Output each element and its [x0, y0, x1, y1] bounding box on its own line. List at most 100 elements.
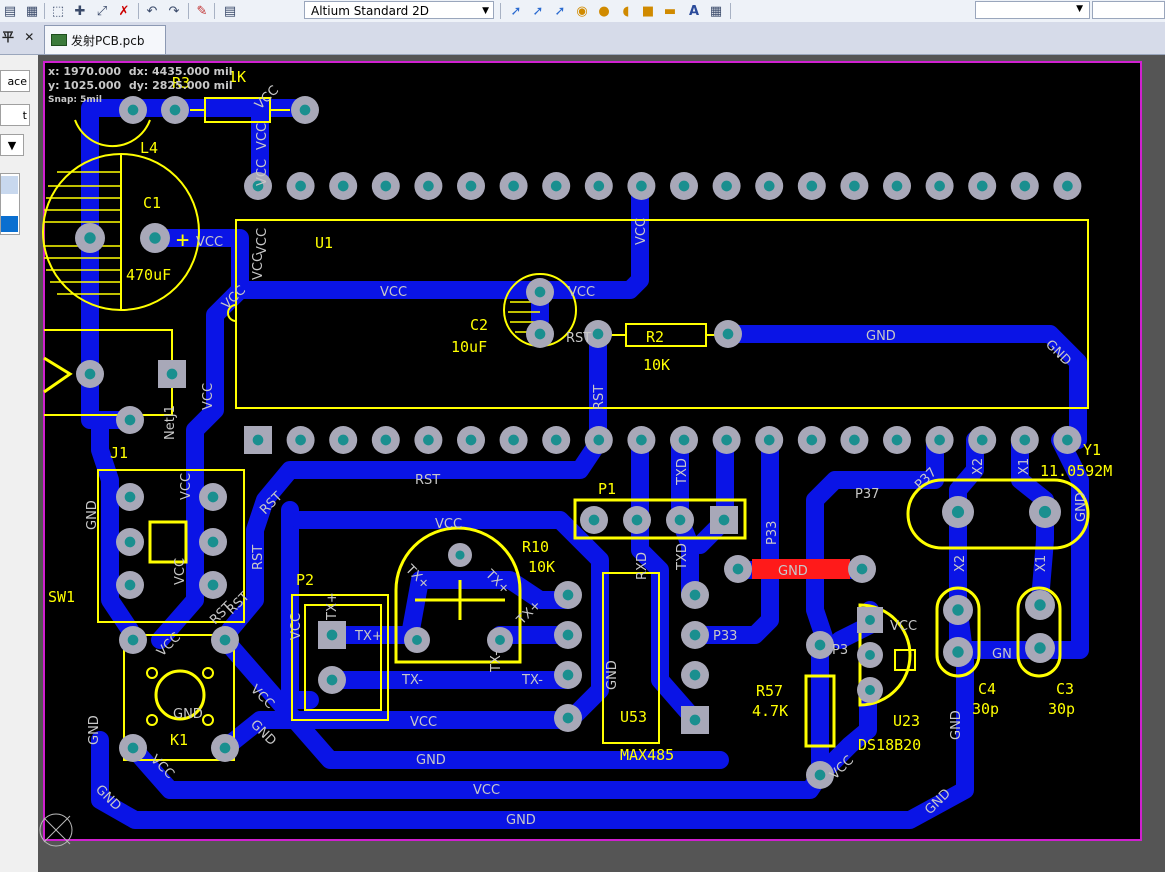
fill-icon[interactable]: ■	[641, 3, 655, 19]
browse-icon[interactable]: ▤	[223, 3, 237, 19]
u53-pad[interactable]	[554, 581, 582, 609]
select-icon[interactable]: ⤢	[96, 3, 108, 19]
list-item[interactable]	[1, 176, 18, 194]
redo-icon[interactable]: ↷	[168, 3, 180, 19]
array-paste-icon[interactable]: ▦	[709, 3, 723, 19]
u1-pin-top[interactable]	[797, 172, 826, 200]
list-item-selected[interactable]	[1, 216, 18, 232]
u1-pin-bottom[interactable]	[883, 426, 911, 454]
r10-pad[interactable]	[487, 627, 513, 653]
pcb-layout[interactable]: R3 1K L4 C1 470uF + U1 C2 10uF R2 10K J1…	[38, 55, 1165, 872]
u1-pin-bottom[interactable]	[244, 426, 272, 454]
u1-pin-top[interactable]	[840, 172, 869, 200]
polygon-icon[interactable]: ▬	[663, 3, 677, 19]
r10-pad[interactable]	[448, 543, 472, 567]
k1-pad[interactable]	[119, 626, 147, 654]
route-multiple-icon[interactable]: ➚	[532, 3, 544, 19]
u1-pin-bottom[interactable]	[627, 426, 656, 454]
u1-pin-bottom[interactable]	[797, 426, 826, 454]
u1-pin-bottom[interactable]	[840, 426, 869, 454]
r57-pad[interactable]	[806, 631, 834, 659]
c2-pad[interactable]	[526, 278, 554, 306]
r57-pad[interactable]	[806, 761, 834, 789]
u1-pin-bottom[interactable]	[755, 426, 784, 454]
pcb-editor-canvas[interactable]: R3 1K L4 C1 470uF + U1 C2 10uF R2 10K J1…	[38, 55, 1165, 872]
u1-pin-bottom[interactable]	[1053, 426, 1082, 454]
conn-pad[interactable]	[116, 406, 144, 434]
u53-pad[interactable]	[554, 704, 582, 732]
interactive-route-icon[interactable]: ➚	[510, 3, 522, 19]
panel-list[interactable]	[0, 173, 20, 235]
u1-pin-bottom[interactable]	[414, 426, 443, 454]
pads[interactable]	[75, 96, 1082, 789]
c1-pad[interactable]	[75, 223, 105, 253]
u1-pin-top[interactable]	[925, 172, 954, 200]
r3-pad[interactable]	[291, 96, 319, 124]
u1-pin-bottom[interactable]	[670, 426, 698, 454]
j1-pad[interactable]	[199, 483, 227, 511]
u1-pin-bottom[interactable]	[457, 426, 485, 454]
y1-pad[interactable]	[942, 496, 974, 528]
r2-pad[interactable]	[584, 320, 612, 348]
u1-pin-bottom[interactable]	[286, 426, 315, 454]
u53-pad[interactable]	[681, 706, 709, 734]
view-mode-combo[interactable]: Altium Standard 2D▼	[304, 1, 494, 19]
conn-pad[interactable]	[158, 360, 186, 388]
gnd-pad[interactable]	[848, 555, 876, 583]
c1-pad[interactable]	[140, 223, 170, 253]
u1-pin-top[interactable]	[542, 172, 571, 200]
k1-pad[interactable]	[119, 734, 147, 762]
u1-pin-bottom[interactable]	[925, 426, 954, 454]
r10-pad[interactable]	[404, 627, 430, 653]
cross-probe-icon[interactable]: ✎	[196, 3, 208, 19]
u1-pin-top[interactable]	[499, 172, 528, 200]
preview-icon[interactable]: ▦	[25, 3, 39, 19]
deselect-icon[interactable]: ✗	[118, 3, 130, 19]
p1-pad[interactable]	[666, 506, 694, 534]
undo-icon[interactable]: ↶	[146, 3, 158, 19]
r3-pad[interactable]	[119, 96, 147, 124]
u1-pin-bottom[interactable]	[542, 426, 571, 454]
u1-pin-bottom[interactable]	[968, 426, 997, 454]
u23-pad[interactable]	[857, 677, 883, 703]
u1-pin-top[interactable]	[371, 172, 400, 200]
c4-pad[interactable]	[943, 595, 973, 625]
conn-pad[interactable]	[76, 360, 104, 388]
u1-pin-top[interactable]	[670, 172, 698, 200]
tab-pcb-document[interactable]: 发射PCB.pcb	[44, 25, 166, 54]
k1-pad[interactable]	[211, 734, 239, 762]
print-icon[interactable]: ▤	[3, 3, 17, 19]
c3-pad[interactable]	[1025, 633, 1055, 663]
j1-pad[interactable]	[116, 483, 144, 511]
p1-pad[interactable]	[623, 506, 651, 534]
arc-icon[interactable]: ◖	[622, 3, 630, 19]
u1-pin-top[interactable]	[244, 172, 272, 200]
u1-pin-top[interactable]	[968, 172, 997, 200]
filter-field[interactable]	[1092, 1, 1165, 19]
p2-pad[interactable]	[318, 621, 346, 649]
u1-pin-top[interactable]	[584, 172, 613, 200]
close-panel-icon[interactable]: ✕	[24, 30, 35, 44]
u53-pad[interactable]	[554, 661, 582, 689]
u53-pad[interactable]	[681, 621, 709, 649]
u1-pin-bottom[interactable]	[329, 426, 358, 454]
string-icon[interactable]: A	[688, 3, 700, 19]
pin-icon[interactable]: 平	[2, 30, 15, 44]
move-icon[interactable]: ✚	[74, 3, 86, 19]
u1-pin-top[interactable]	[1053, 172, 1082, 200]
pad-icon[interactable]: ●	[598, 3, 610, 19]
u1-pin-bottom[interactable]	[499, 426, 528, 454]
panel-dropdown[interactable]: ▼	[0, 134, 24, 156]
panel-button-replace[interactable]: ace	[0, 70, 30, 92]
u1-pin-bottom[interactable]	[584, 426, 613, 454]
u1-pin-top[interactable]	[286, 172, 315, 200]
u53-pad[interactable]	[681, 581, 709, 609]
u23-pad[interactable]	[857, 607, 883, 633]
j1-pad[interactable]	[116, 571, 144, 599]
u1-pin-top[interactable]	[883, 172, 911, 200]
filter-combo[interactable]: ▼	[975, 1, 1090, 19]
u1-pin-top[interactable]	[1010, 172, 1039, 200]
via-icon[interactable]: ◉	[576, 3, 588, 19]
u1-pin-bottom[interactable]	[1010, 426, 1039, 454]
u1-pin-top[interactable]	[755, 172, 784, 200]
